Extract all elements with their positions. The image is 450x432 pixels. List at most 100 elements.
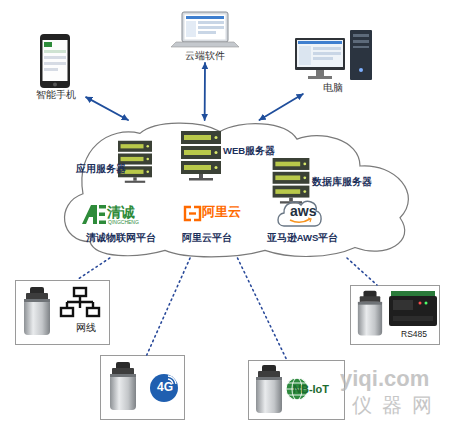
node-label: NB-IoT [293,383,346,396]
node-label: 云端软件 [170,50,240,62]
desktop-computer-icon [295,30,372,80]
desktop-computer-icon [353,46,369,48]
network-cable-icon [87,308,99,316]
device-box: RS485 [350,285,440,345]
laptop-icon [186,16,224,19]
desktop-computer-icon [295,38,345,70]
qingcheng-logo-mark [99,205,106,209]
smartphone-icon [53,83,57,87]
network-cable-icon [61,308,73,316]
qingcheng-logo-mark [82,205,97,224]
rs485-module-icon [425,302,428,305]
rs485-module-icon [393,316,433,321]
server-icon [118,141,152,183]
desktop-computer-icon [359,68,363,72]
desktop-computer-icon [313,52,341,55]
aliyun-logo-mark [185,207,191,220]
rs485-module-icon [391,291,435,297]
dotted-link [147,258,190,355]
desktop-computer-icon [299,46,311,65]
aws-logo-mark [278,201,321,226]
laptop-icon [171,42,239,47]
sensor-device-icon [110,362,136,410]
aliyun-logo-mark [185,207,200,220]
nb-iot-globe-icon [286,383,308,395]
smartphone-icon [40,34,70,88]
desktop-computer-icon [308,76,332,79]
node-label: 阿里云平台 [167,233,247,244]
smartphone-icon [43,40,68,81]
laptop-icon [198,21,224,24]
nb-iot-globe-icon [286,378,308,400]
nb-iot-globe-icon [292,378,302,400]
node-label: RS485 [389,330,439,340]
double-arrow [86,97,128,120]
desktop-computer-icon [313,47,341,50]
network-cable-icon [67,296,93,308]
cloud-software-node: 云端软件 [170,8,240,63]
node-label: 亚马逊AWS平台 [255,233,350,244]
server-icon [118,131,309,204]
sensor-device-icon [24,287,50,335]
watermark: 仪器网 [352,394,450,417]
server-icon [273,158,310,204]
desktop-computer-icon [297,40,343,67]
desktop-computer-icon [298,41,342,44]
sensor-device-icon [358,291,382,336]
dotted-link [77,258,110,280]
desktop-computer-icon [350,30,372,80]
smartphone-icon [40,34,70,88]
desktop-computer-icon [353,34,369,37]
cloud-outline [65,123,409,257]
laptop-icon [182,12,228,42]
smartphone-icon [44,50,66,53]
qingcheng-logo-mark [99,221,106,225]
laptop-icon [198,26,224,29]
node-label: 网线 [66,323,106,334]
edge-group [77,63,377,360]
smartphone-node: 智能手机 [26,32,86,102]
node-label: 4G [149,381,181,395]
device-box: NB-IoT [248,360,345,420]
double-arrow [204,63,206,120]
desktop-computer-icon [316,70,324,76]
logo-text: 清诚 [107,204,147,220]
computer-node: 电脑 [290,28,376,94]
logo-text: aws [290,203,320,219]
smartphone-icon [44,42,52,47]
aws-logo-mark [278,201,321,226]
logo-subtext: QINGCHENG [108,220,148,226]
smartphone-icon [44,62,66,65]
server-icon [181,131,221,181]
aws-logo-mark [290,219,310,222]
4g-signal-icon [168,376,176,384]
logo-text: 阿里云 [202,205,247,220]
rs485-module-icon [419,302,422,305]
smartphone-icon [44,56,66,59]
aliyun-logo-mark [194,207,200,220]
device-box: 4G [100,355,185,420]
node-label: WEB服务器 [223,146,293,157]
smartphone-icon [44,68,58,71]
rs485-module-icon [393,300,413,310]
laptop-icon [171,12,239,47]
rs485-module-icon [389,291,437,326]
dotted-link [238,258,287,360]
qingcheng-logo-mark [99,213,105,217]
dotted-link [347,258,377,285]
laptop-icon [186,21,196,37]
nb-iot-globe-icon [286,378,308,400]
qingcheng-logo-mark [82,205,106,224]
laptop-icon [185,15,226,40]
desktop-computer-icon [353,40,369,43]
sensor-device-icon [24,287,382,413]
node-label: 清诚物联网平台 [73,233,168,244]
sensor-device-icon [256,365,282,413]
node-label: 电脑 [308,82,358,94]
desktop-computer-icon [313,57,333,60]
device-box: 网线 [15,280,110,345]
node-label: 智能手机 [26,89,86,101]
network-cable-icon [61,288,99,316]
